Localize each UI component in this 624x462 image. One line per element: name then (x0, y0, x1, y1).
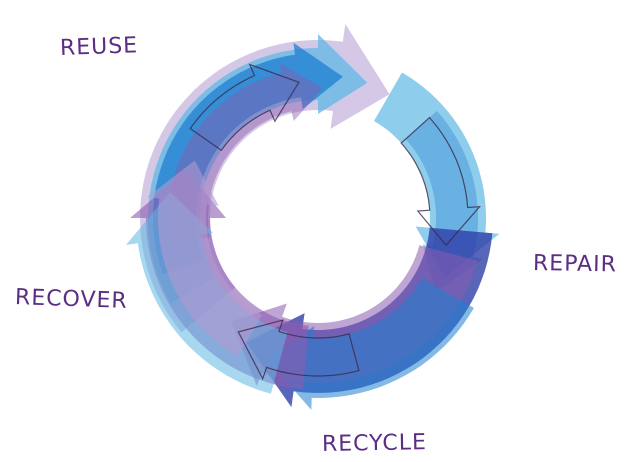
arrow-reuse-outline (189, 63, 300, 152)
label-repair: REPAIR (532, 251, 618, 278)
label-reuse: REUSE (59, 33, 139, 61)
arrow-recycle-outline (237, 319, 360, 381)
arrow-recycle-blue (266, 278, 474, 410)
arrow-recover-lightpurple (147, 160, 262, 357)
cycle-ring (125, 23, 500, 410)
label-recycle: RECYCLE (321, 430, 428, 457)
arrow-repair-lightblue (374, 72, 500, 278)
arrow-repair-outline (400, 116, 481, 247)
label-recover: RECOVER (14, 285, 129, 314)
